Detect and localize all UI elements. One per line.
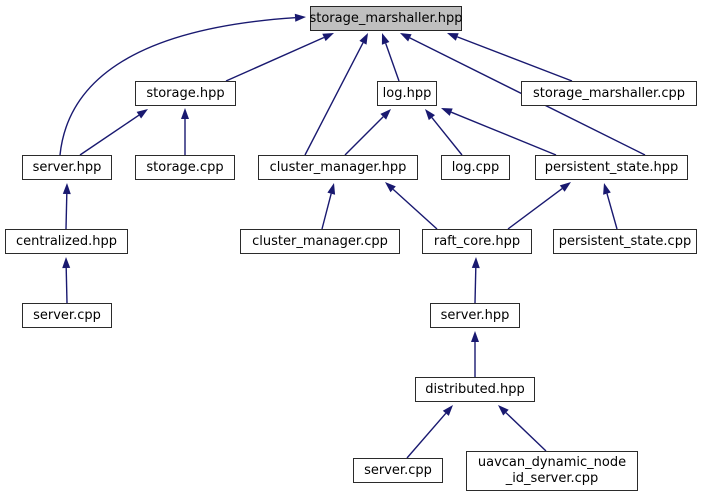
arrowhead-icon	[603, 183, 611, 195]
arrowhead-icon	[425, 109, 435, 121]
graph-node-uavcan-dynamic-node-id-server-cpp[interactable]: uavcan_dynamic_node _id_server.cpp	[466, 451, 638, 491]
arrowhead-icon	[471, 257, 480, 269]
graph-node-cluster-manager-hpp[interactable]: cluster_manager.hpp	[258, 155, 418, 180]
edge-server-hpp-centralized-to-storage-hpp	[79, 114, 140, 156]
arrowhead-icon	[385, 182, 396, 193]
arrowhead-icon	[447, 33, 459, 41]
edge-server-hpp-distributed-to-raft-core-hpp	[474, 267, 477, 304]
graph-node-log-hpp[interactable]: log.hpp	[377, 81, 437, 106]
edge-raft-core-hpp-to-persistent-state-hpp	[507, 188, 563, 230]
edge-server-cpp-centralized-to-centralized-hpp	[65, 267, 68, 304]
edge-cluster-manager-hpp-to-log-hpp	[344, 116, 384, 156]
graph-node-storage-cpp[interactable]: storage.cpp	[135, 155, 235, 180]
graph-node-storage-marshaller-cpp[interactable]: storage_marshaller.cpp	[521, 81, 697, 106]
arrowhead-icon	[294, 13, 306, 22]
edge-log-hpp-to-storage-marshaller-hpp	[385, 43, 400, 82]
edge-persistent-state-cpp-to-persistent-state-hpp	[606, 193, 618, 230]
arrowhead-icon	[62, 257, 71, 269]
arrowhead-icon	[359, 33, 368, 45]
edge-server-hpp-centralized-to-storage-marshaller-hpp	[59, 17, 296, 156]
arrowhead-icon	[62, 183, 71, 195]
edge-centralized-hpp-to-server-hpp-centralized	[65, 193, 68, 230]
edge-storage-marshaller-cpp-to-storage-marshaller-hpp	[457, 36, 573, 82]
graph-node-log-cpp[interactable]: log.cpp	[441, 155, 510, 180]
edge-persistent-state-hpp-to-log-hpp	[450, 111, 557, 156]
graph-node-persistent-state-hpp[interactable]: persistent_state.hpp	[535, 155, 688, 180]
arrowhead-icon	[327, 183, 336, 195]
graph-node-server-hpp-centralized[interactable]: server.hpp	[22, 155, 112, 180]
edge-log-cpp-to-log-hpp	[431, 117, 463, 156]
arrowhead-icon	[136, 109, 148, 119]
edge-cluster-manager-hpp-to-storage-marshaller-hpp	[304, 42, 364, 156]
graph-node-distributed-hpp[interactable]: distributed.hpp	[415, 377, 535, 402]
graph-node-storage-hpp[interactable]: storage.hpp	[135, 81, 236, 106]
graph-node-persistent-state-cpp[interactable]: persistent_state.cpp	[553, 229, 697, 254]
graph-node-server-hpp-distributed[interactable]: server.hpp	[430, 303, 520, 328]
arrowhead-icon	[559, 182, 571, 192]
arrowhead-icon	[380, 109, 391, 120]
arrowhead-icon	[181, 108, 189, 119]
arrowhead-icon	[471, 331, 479, 342]
graph-node-server-cpp-distributed[interactable]: server.cpp	[353, 458, 443, 483]
graph-node-centralized-hpp[interactable]: centralized.hpp	[5, 229, 128, 254]
graph-node-raft-core-hpp[interactable]: raft_core.hpp	[422, 229, 532, 254]
edge-server-cpp-distributed-to-distributed-hpp	[406, 412, 447, 459]
edge-raft-core-hpp-to-cluster-manager-hpp	[392, 188, 438, 230]
arrowhead-icon	[381, 33, 390, 45]
graph-node-server-cpp-centralized[interactable]: server.cpp	[22, 303, 112, 328]
arrowhead-icon	[498, 405, 509, 416]
edge-cluster-manager-cpp-to-cluster-manager-hpp	[321, 193, 332, 230]
edge-storage-hpp-to-storage-marshaller-hpp	[225, 36, 325, 82]
arrowhead-icon	[442, 405, 453, 416]
edge-uavcan-dynamic-node-id-server-cpp-to-distributed-hpp	[505, 412, 547, 452]
graph-node-storage-marshaller-hpp: storage_marshaller.hpp	[309, 6, 463, 31]
arrowhead-icon	[441, 108, 453, 116]
arrowhead-icon	[322, 33, 334, 42]
graph-node-cluster-manager-cpp[interactable]: cluster_manager.cpp	[240, 229, 400, 254]
arrowhead-icon	[400, 33, 412, 42]
